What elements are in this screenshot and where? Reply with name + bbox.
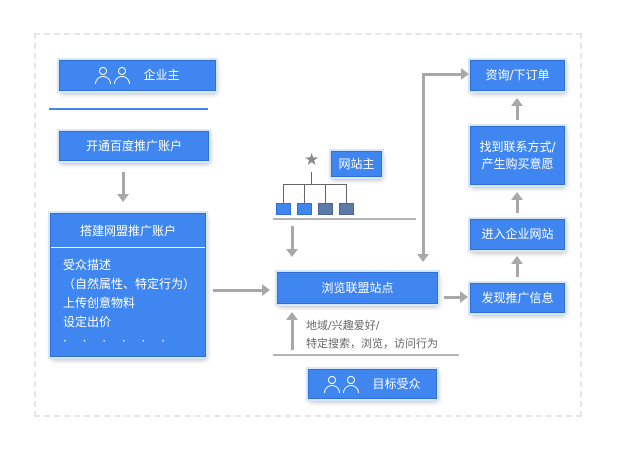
target-audience-box[interactable]: 目标受众: [308, 369, 437, 399]
arrow-audience-to-browse: [291, 320, 294, 350]
webmaster-label: 网站主: [338, 156, 375, 171]
dashed-frame: [34, 33, 582, 417]
find-contact-line1: 找到联系方式/: [479, 139, 556, 154]
arrow-audience-to-browse-head: [286, 312, 298, 320]
audience-note-line2: 特定搜索，浏览，访问行为: [306, 337, 438, 350]
tree-leg: [283, 184, 284, 203]
site-square: [339, 203, 354, 215]
arrow-webmaster-to-browse-head: [286, 249, 298, 257]
build-account-line: 设定出价: [63, 315, 112, 329]
site-square: [297, 203, 312, 215]
find-contact-box[interactable]: 找到联系方式/ 产生购买意愿: [470, 126, 565, 185]
arrow-webmaster-to-browse: [291, 226, 294, 250]
build-account-line: 受众描述: [63, 258, 112, 272]
webmaster-box[interactable]: 网站主: [331, 151, 382, 177]
people-icon: [95, 67, 133, 84]
arrow-enter-to-find: [516, 198, 519, 213]
advertiser-label: 企业主: [143, 68, 180, 82]
build-account-title: 搭建网盟推广账户: [51, 214, 205, 248]
arrow-enter-to-find-head: [511, 192, 523, 200]
tree-leg: [346, 184, 347, 203]
build-account-lines: 受众描述 （自然属性、特定行为） 上传创意物料 设定出价 · · · · · ·: [51, 248, 205, 351]
site-square: [318, 203, 333, 215]
arrow-discover-to-enter: [516, 262, 519, 277]
arrow-open-to-build: [122, 172, 125, 195]
find-contact-line2: 产生购买意愿: [481, 156, 554, 171]
connector-vertical: [422, 73, 425, 255]
find-contact-label: 找到联系方式/ 产生购买意愿: [479, 139, 555, 173]
arrow-build-to-browse: [213, 289, 263, 292]
tree-leg: [304, 184, 305, 203]
audience-divider: [273, 354, 459, 356]
advertiser-box[interactable]: 企业主: [59, 60, 216, 91]
discover-info-box[interactable]: 发现推广信息: [470, 283, 565, 313]
tree-trunk: [311, 172, 312, 184]
arrow-find-to-inquiry-head: [511, 98, 523, 106]
arrow-discover-to-enter-head: [511, 256, 523, 264]
build-account-line: （自然属性、特定行为）: [63, 277, 196, 291]
people-icon: [324, 375, 362, 393]
tree-branch: [283, 184, 347, 185]
build-account-line: 上传创意物料: [63, 296, 136, 310]
connector-vertical-head: [417, 254, 429, 262]
discover-info-label: 发现推广信息: [481, 290, 554, 305]
connector-horizontal: [422, 73, 462, 76]
build-account-dots: · · · · · ·: [63, 334, 171, 348]
build-account-box[interactable]: 搭建网盟推广账户 受众描述 （自然属性、特定行为） 上传创意物料 设定出价 · …: [50, 213, 206, 357]
open-account-label: 开通百度推广账户: [85, 138, 182, 153]
enter-site-label: 进入企业网站: [481, 227, 554, 241]
audience-note: 地域/兴趣爱好/ 特定搜索，浏览，访问行为: [306, 317, 438, 353]
inquiry-order-label: 资询/下订单: [485, 68, 550, 82]
star-icon: ★: [304, 150, 320, 170]
connector-horizontal-head: [461, 68, 469, 80]
target-audience-label: 目标受众: [372, 376, 421, 391]
arrow-browse-to-discover: [444, 296, 461, 299]
advertiser-divider: [49, 108, 208, 110]
arrow-find-to-inquiry: [516, 104, 519, 120]
arrow-build-to-browse-head: [262, 284, 270, 296]
browse-site-label: 浏览联盟站点: [321, 280, 394, 295]
arrow-open-to-build-head: [117, 194, 129, 202]
tree-leg: [325, 184, 326, 203]
webmaster-divider: [273, 218, 416, 220]
browse-site-box[interactable]: 浏览联盟站点: [277, 272, 438, 304]
open-account-box[interactable]: 开通百度推广账户: [59, 131, 209, 161]
arrow-browse-to-discover-head: [460, 291, 468, 303]
enter-site-box[interactable]: 进入企业网站: [470, 219, 565, 250]
inquiry-order-box[interactable]: 资询/下订单: [470, 60, 565, 91]
audience-note-line1: 地域/兴趣爱好/: [306, 319, 380, 332]
site-square: [276, 203, 291, 215]
